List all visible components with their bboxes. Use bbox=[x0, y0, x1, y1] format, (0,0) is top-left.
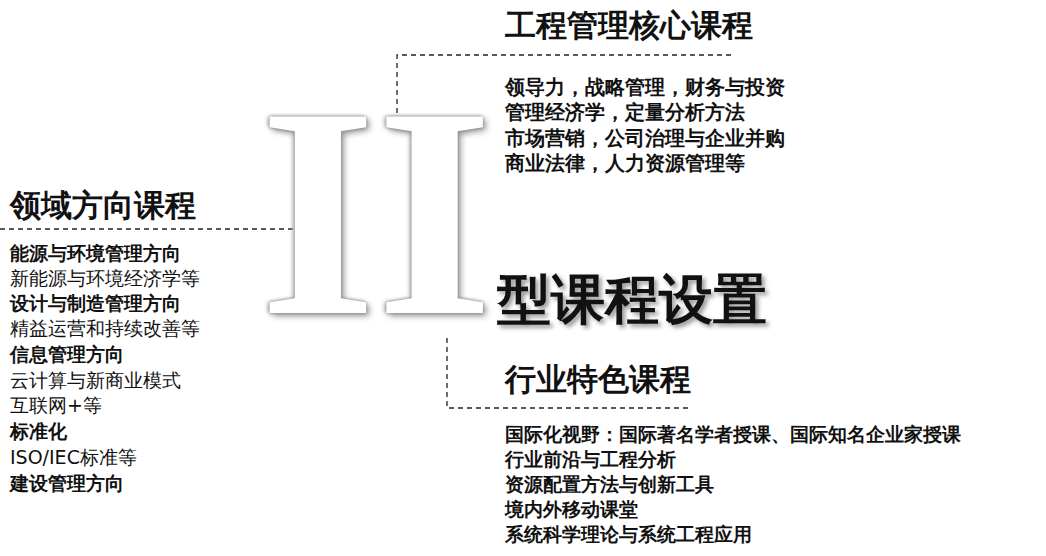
course-line: 国际化视野：国际著名学者授课、国际知名企业家授课 bbox=[505, 424, 961, 446]
course-line: 新能源与环境经济学等 bbox=[10, 268, 200, 290]
direction-name: 标准化 bbox=[10, 421, 67, 443]
course-line: 境内外移动课堂 bbox=[505, 499, 638, 521]
big-letter: II bbox=[260, 62, 494, 362]
course-line: 行业前沿与工程分析 bbox=[505, 449, 676, 471]
course-line: 云计算与新商业模式 bbox=[10, 370, 181, 392]
section-heading: 行业特色课程 bbox=[505, 362, 691, 398]
course-line: 管理经济学，定量分析方法 bbox=[505, 101, 745, 124]
course-line: 资源配置方法与创新工具 bbox=[505, 474, 714, 496]
direction-name: 建设管理方向 bbox=[10, 473, 124, 495]
direction-name: 能源与环境管理方向 bbox=[10, 243, 181, 265]
course-line: 领导力，战略管理，财务与投资 bbox=[505, 76, 785, 99]
course-line: 商业法律，人力资源管理等 bbox=[505, 152, 745, 175]
course-line: ISO/IEC标准等 bbox=[10, 447, 137, 469]
course-line: 互联网+等 bbox=[10, 395, 102, 417]
course-line: 精益运营和持续改善等 bbox=[10, 318, 200, 340]
direction-name: 设计与制造管理方向 bbox=[10, 293, 181, 315]
diagram-title: 型课程设置 bbox=[497, 270, 767, 329]
course-line: 市场营销，公司治理与企业并购 bbox=[505, 127, 785, 150]
course-line: 系统科学理论与系统工程应用 bbox=[505, 524, 752, 546]
section-heading: 领域方向课程 bbox=[10, 188, 196, 224]
section-heading: 工程管理核心课程 bbox=[505, 8, 753, 44]
direction-name: 信息管理方向 bbox=[10, 344, 124, 366]
